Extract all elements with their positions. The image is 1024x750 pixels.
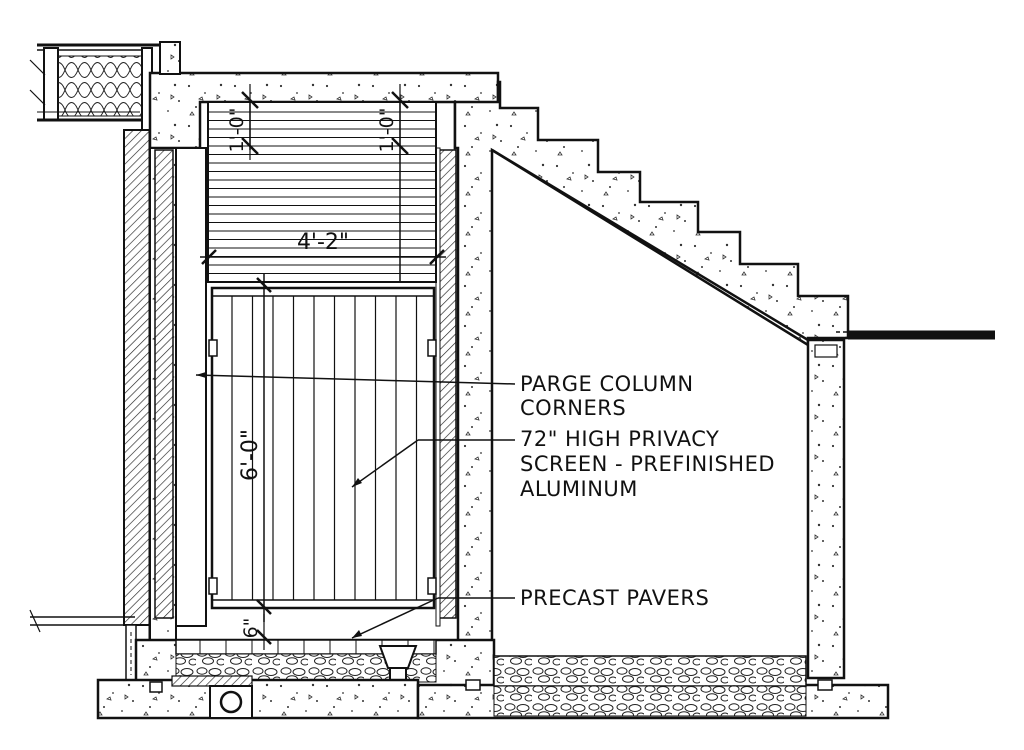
dim-bottom: 6"	[240, 618, 262, 639]
callout-line: PARGE COLUMN	[520, 372, 694, 396]
privacy-screen	[208, 286, 437, 610]
callout-privacy-screen: 72" HIGH PRIVACY SCREEN - PREFINISHED AL…	[520, 427, 775, 501]
parge-columns	[154, 147, 457, 627]
dim-height: 6'-0"	[238, 429, 263, 481]
coping-lines	[208, 111, 436, 274]
callout-line: ALUMINUM	[520, 477, 638, 501]
callout-line: SCREEN - PREFINISHED	[520, 452, 775, 476]
screen-slats	[231, 296, 418, 600]
dimension-lines	[200, 84, 446, 650]
coping-board	[207, 101, 437, 283]
callout-line: 72" HIGH PRIVACY	[520, 427, 719, 451]
dim-top-right: 1'-0"	[376, 108, 398, 153]
paving-and-footings	[96, 639, 890, 720]
callout-line: PRECAST PAVERS	[520, 586, 709, 610]
callout-line: CORNERS	[520, 396, 626, 420]
callout-parge-column: PARGE COLUMN CORNERS	[520, 372, 694, 420]
dim-width: 4'-2"	[297, 230, 349, 255]
leader-lines	[195, 372, 516, 639]
callout-precast-pavers: PRECAST PAVERS	[520, 586, 709, 610]
dim-top-left: 1'-0"	[226, 108, 248, 153]
